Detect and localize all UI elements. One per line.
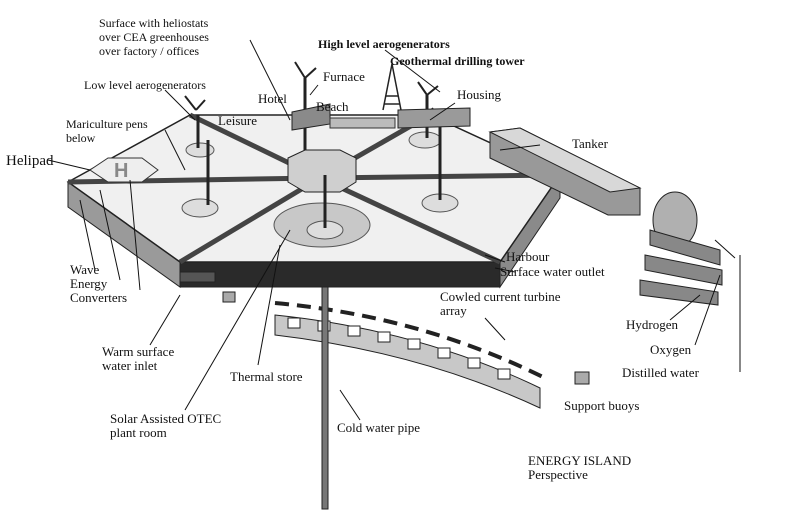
helipad-pad xyxy=(89,157,159,183)
turbine-cowl-openings xyxy=(287,317,511,380)
label-tanker: Tanker xyxy=(572,136,608,151)
label-surface-outlet: Surface water outlet xyxy=(500,264,605,279)
label-hydrogen: Hydrogen xyxy=(626,317,678,332)
label-high-aerogenerators: High level aerogenerators xyxy=(318,37,450,51)
label-beach: Beach xyxy=(316,99,349,114)
storage-tanks xyxy=(639,191,723,306)
label-harbour: Harbour xyxy=(506,249,550,264)
tanker-deck xyxy=(488,127,642,193)
cold-water-pipe xyxy=(321,286,329,510)
label-support-buoys: Support buoys xyxy=(564,398,640,413)
label-oxygen: Oxygen xyxy=(650,342,692,357)
label-thermal-store: Thermal store xyxy=(230,369,303,384)
buoy-right xyxy=(574,371,590,385)
label-cowled-array: Cowled current turbine array xyxy=(440,289,561,318)
label-otec: Solar Assisted OTEC plant room xyxy=(110,411,222,440)
label-mariculture: Mariculture pens below xyxy=(66,117,148,145)
label-cold-pipe: Cold water pipe xyxy=(337,420,421,435)
label-surface: Surface with heliostats over CEA greenho… xyxy=(99,16,209,58)
label-geothermal: Geothermal drilling tower xyxy=(390,54,525,68)
central-hub xyxy=(287,149,357,193)
wave-converter xyxy=(179,271,216,283)
housing-blocks xyxy=(397,107,471,129)
label-leisure: Leisure xyxy=(218,113,257,128)
buoy-left xyxy=(222,291,236,303)
label-hotel: Hotel xyxy=(258,91,287,106)
cowled-array-dashes xyxy=(274,301,546,380)
cowled-turbine-array xyxy=(274,314,541,409)
label-furnace: Furnace xyxy=(323,69,365,84)
label-warm-inlet: Warm surface water inlet xyxy=(102,344,175,373)
label-helipad: Helipad xyxy=(6,153,54,169)
label-housing: Housing xyxy=(457,87,502,102)
beach-strip xyxy=(329,117,396,129)
label-low-aerogenerators: Low level aerogenerators xyxy=(84,78,206,92)
geothermal-tower xyxy=(382,63,402,111)
platform-wall-front xyxy=(179,261,501,288)
label-distilled-water: Distilled water xyxy=(622,365,699,380)
leader-lines xyxy=(47,39,741,421)
label-wave-converters: Wave Energy Converters xyxy=(70,262,128,305)
helipad-letter: H xyxy=(114,160,128,182)
diagram-title: ENERGY ISLAND Perspective xyxy=(528,453,632,482)
